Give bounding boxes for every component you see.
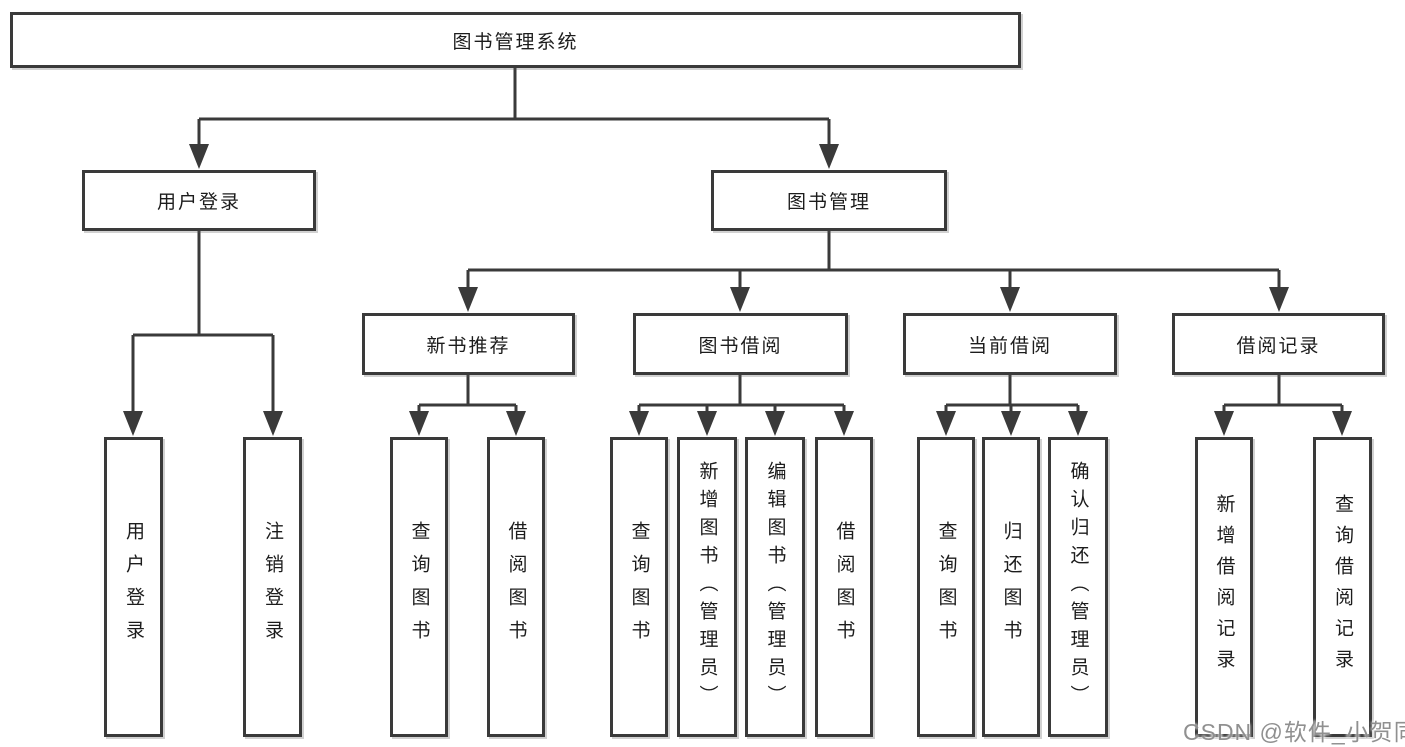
leaf-add-books-admin: 新增图书（管理员） xyxy=(677,437,737,737)
arrowhead xyxy=(1332,411,1352,436)
leaf-label: 借阅图书 xyxy=(505,521,527,653)
connector-user-login-children xyxy=(123,231,283,436)
leaf-confirm-return-admin: 确认归还（管理员） xyxy=(1048,437,1108,737)
arrowhead xyxy=(506,411,526,436)
leaf-add-borrow-record: 新增借阅记录 xyxy=(1195,437,1253,737)
node-new-book-recommend: 新书推荐 xyxy=(362,313,575,375)
leaf-borrow-books-recommend: 借阅图书 xyxy=(487,437,545,737)
arrowhead xyxy=(1001,411,1021,436)
leaf-label: 新增借阅记录 xyxy=(1213,494,1235,680)
arrowhead xyxy=(458,287,478,312)
connector-new-book-recommend-children xyxy=(409,375,526,436)
leaf-query-borrow-record: 查询借阅记录 xyxy=(1313,437,1372,737)
leaf-query-books-borrow: 查询图书 xyxy=(610,437,668,737)
arrowhead xyxy=(123,411,143,436)
node-current-borrow: 当前借阅 xyxy=(903,313,1117,375)
connector-root-to-level2 xyxy=(189,68,839,169)
leaf-label: 注销登录 xyxy=(262,521,283,653)
node-user-login: 用户登录 xyxy=(82,170,316,231)
node-root-system: 图书管理系统 xyxy=(10,12,1021,68)
arrowhead xyxy=(936,411,956,436)
leaf-label: 借阅图书 xyxy=(833,521,855,653)
node-label: 用户登录 xyxy=(156,192,241,213)
node-label: 借阅记录 xyxy=(1236,335,1321,357)
leaf-logout: 注销登录 xyxy=(243,437,302,737)
node-label: 图书管理 xyxy=(786,192,871,213)
arrowhead xyxy=(1000,287,1020,312)
node-book-borrow: 图书借阅 xyxy=(633,313,848,375)
node-book-management: 图书管理 xyxy=(711,170,947,231)
arrowhead xyxy=(819,144,839,169)
arrowhead xyxy=(697,411,717,436)
leaf-user-login: 用户登录 xyxy=(104,437,163,737)
arrowhead xyxy=(189,144,209,169)
node-label: 当前借阅 xyxy=(967,335,1052,357)
connector-borrow-records-children xyxy=(1214,375,1352,436)
leaf-label: 新增图书（管理员） xyxy=(696,461,718,713)
connector-current-borrow-children xyxy=(936,375,1088,436)
arrowhead xyxy=(1269,287,1289,312)
leaf-label: 查询图书 xyxy=(935,521,957,653)
arrowhead xyxy=(409,411,429,436)
arrowhead xyxy=(765,411,785,436)
connector-book-management-children xyxy=(458,231,1289,312)
node-label: 新书推荐 xyxy=(426,335,511,357)
leaf-return-books: 归还图书 xyxy=(982,437,1040,737)
leaf-label: 确认归还（管理员） xyxy=(1067,461,1089,713)
arrowhead xyxy=(834,411,854,436)
leaf-label: 查询图书 xyxy=(408,521,430,653)
leaf-label: 编辑图书（管理员） xyxy=(764,461,786,713)
leaf-edit-books-admin: 编辑图书（管理员） xyxy=(745,437,805,737)
leaf-borrow-books: 借阅图书 xyxy=(815,437,873,737)
arrowhead xyxy=(730,287,750,312)
leaf-label: 归还图书 xyxy=(1000,521,1022,653)
csdn-watermark: CSDN @软件_小贺同学 xyxy=(1183,719,1405,745)
arrowhead xyxy=(1068,411,1088,436)
arrowhead xyxy=(629,411,649,436)
leaf-label: 查询图书 xyxy=(628,521,650,653)
arrowhead xyxy=(263,411,283,436)
node-label: 图书管理系统 xyxy=(452,31,579,53)
leaf-query-books-current: 查询图书 xyxy=(917,437,975,737)
leaf-label: 用户登录 xyxy=(123,521,144,653)
leaf-label: 查询借阅记录 xyxy=(1332,494,1353,680)
node-label: 图书借阅 xyxy=(698,335,783,357)
arrowhead xyxy=(1214,411,1234,436)
connector-book-borrow-children xyxy=(629,375,854,436)
leaf-query-books-recommend: 查询图书 xyxy=(390,437,448,737)
node-borrow-records: 借阅记录 xyxy=(1172,313,1385,375)
